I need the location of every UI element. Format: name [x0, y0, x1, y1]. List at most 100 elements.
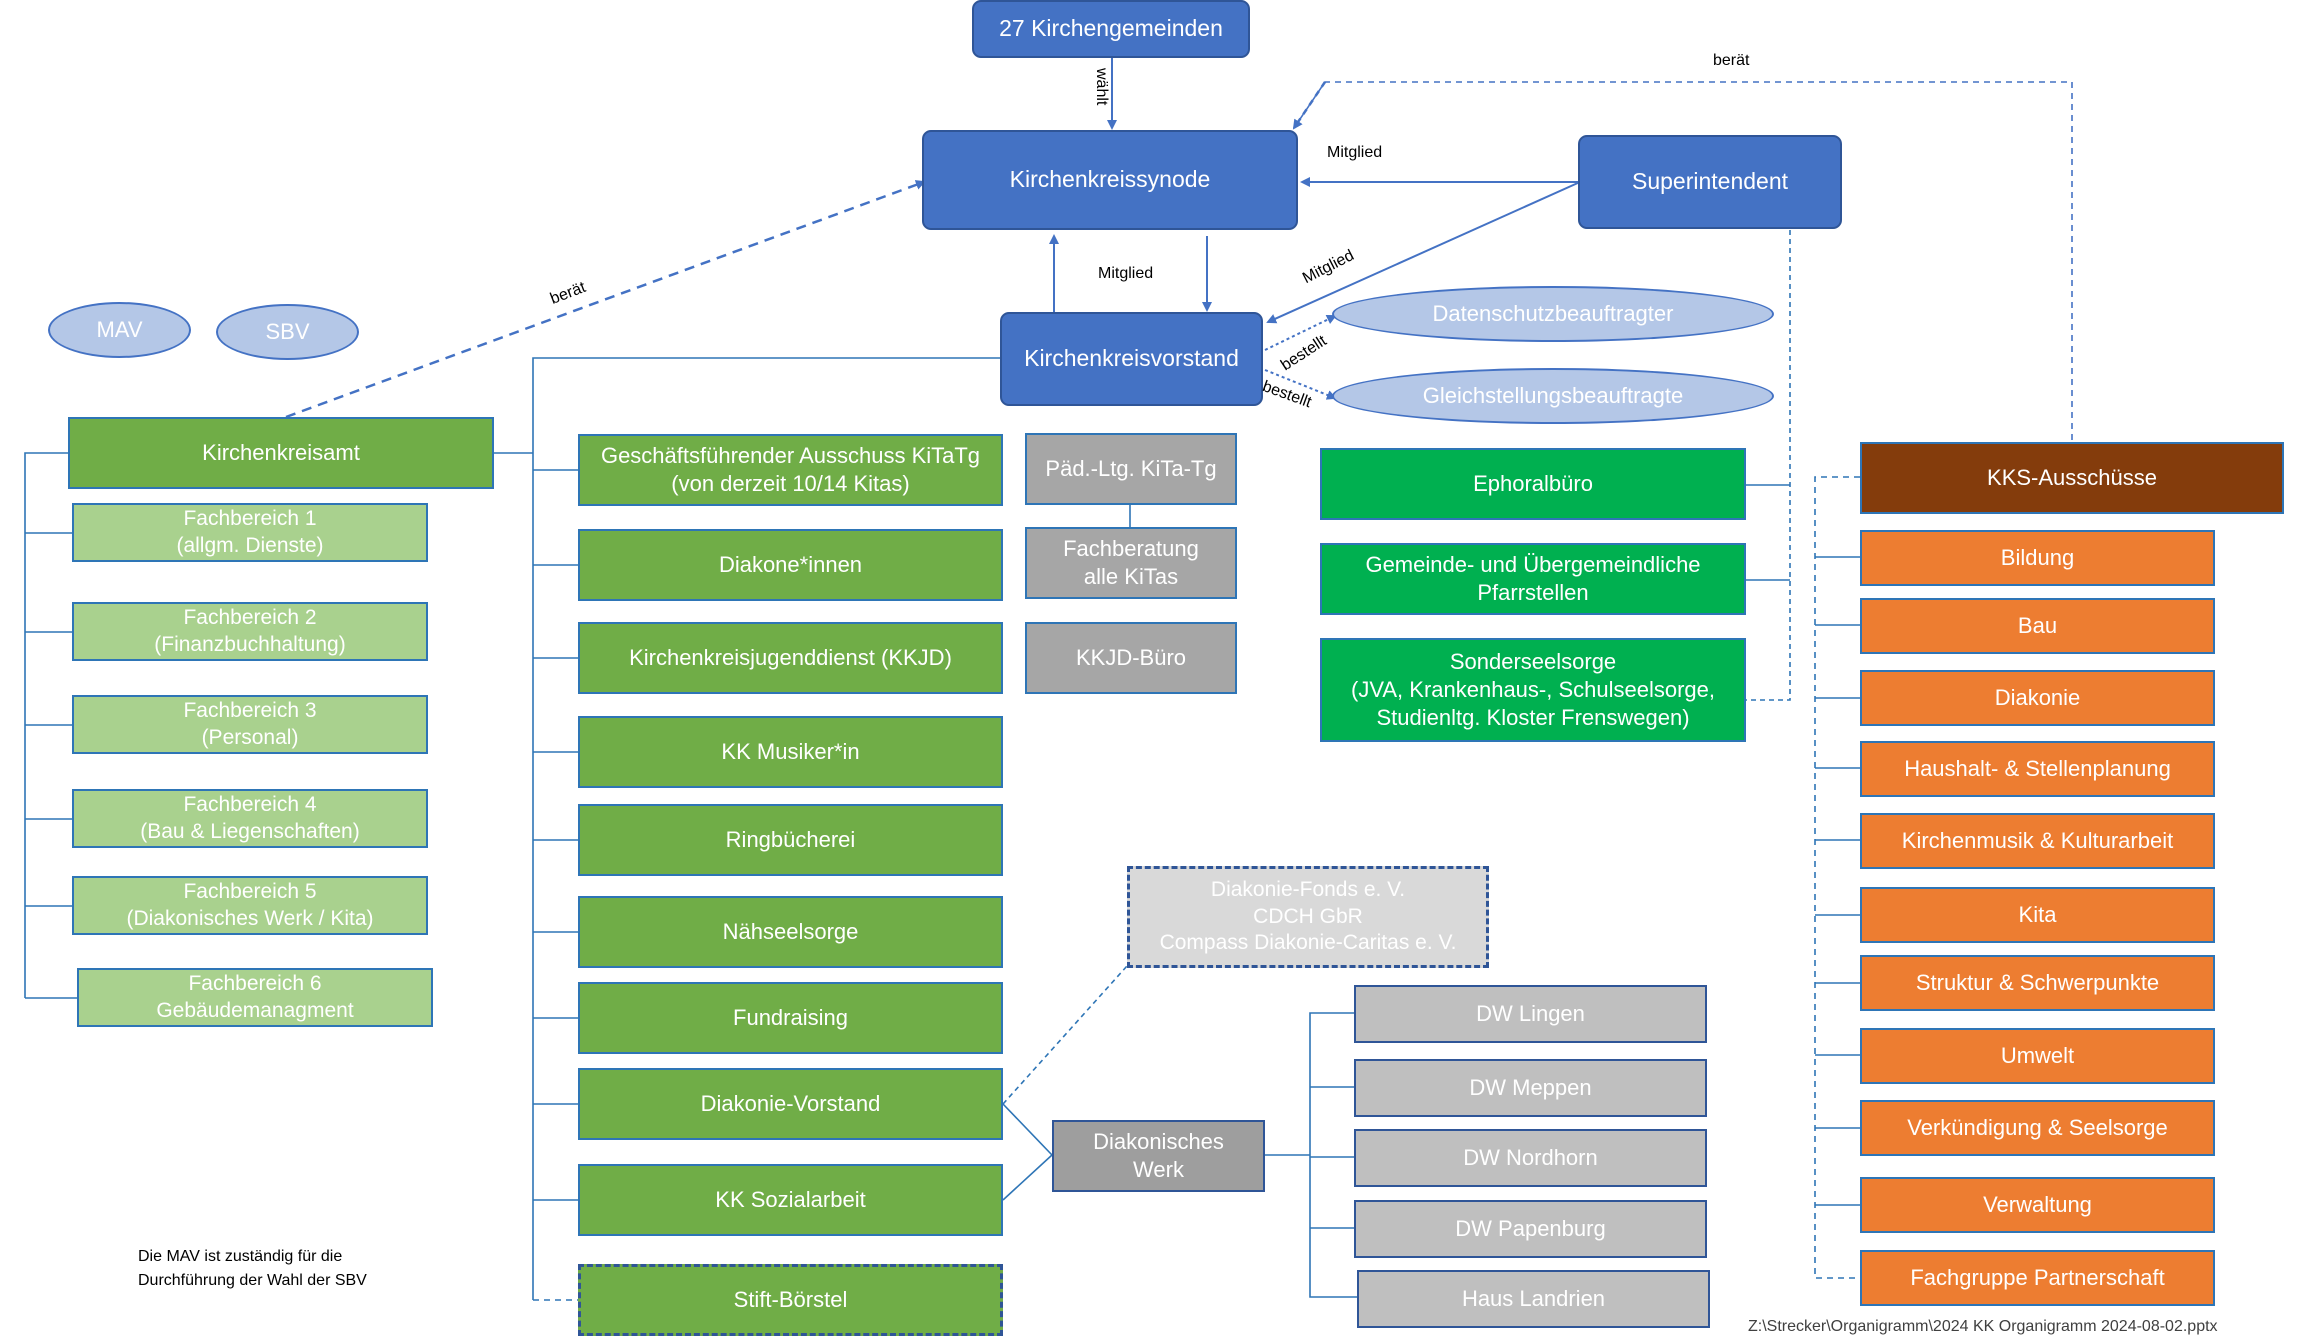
kks-bau-box: Bau	[1860, 598, 2215, 654]
fachbereich-6-subtitle: Gebäudemanagment	[156, 998, 354, 1022]
mav-ellipse: MAV	[48, 302, 191, 358]
diakonie-vorstand-label: Diakonie-Vorstand	[700, 1090, 881, 1116]
kks-partnerschaft-box: Fachgruppe Partnerschaft	[1860, 1250, 2215, 1306]
line-bestellt-2	[1264, 369, 1337, 400]
ringbuecherei-box: Ringbücherei	[578, 804, 1003, 876]
synode-box: Kirchenkreissynode	[922, 130, 1298, 230]
kkjd-label: Kirchenkreisjugenddienst (KKJD)	[629, 644, 952, 670]
dw-lingen-box: DW Lingen	[1354, 985, 1707, 1043]
kkjd-box: Kirchenkreisjugenddienst (KKJD)	[578, 622, 1003, 694]
kks-bildung-box: Bildung	[1860, 530, 2215, 586]
dw-nordhorn-label: DW Nordhorn	[1463, 1144, 1598, 1170]
diakonie-fonds-line2: CDCH GbR	[1253, 904, 1363, 928]
kk-musiker-label: KK Musiker*in	[721, 738, 860, 764]
fachberatung-subtitle: alle KiTas	[1083, 564, 1179, 589]
pfarrstellen-box: Gemeinde- und Übergemeindliche Pfarrstel…	[1320, 543, 1746, 615]
kirchengemeinden-label: 27 Kirchengemeinden	[999, 15, 1223, 42]
paed-ltg-box: Päd.-Ltg. KiTa-Tg	[1025, 433, 1237, 505]
datenschutz-label: Datenschutzbeauftragter	[1432, 300, 1674, 326]
diakone-label: Diakone*innen	[718, 551, 863, 577]
kks-umwelt-box: Umwelt	[1860, 1028, 2215, 1084]
fachbereich-4-title: Fachbereich 4	[183, 792, 317, 816]
line-beraet-top	[1293, 81, 2073, 440]
fachbereich-5-box: Fachbereich 5 (Diakonisches Werk / Kita)	[72, 876, 428, 935]
fachbereich-6-box: Fachbereich 6 Gebäudemanagment	[77, 968, 433, 1027]
kks-kita-box: Kita	[1860, 887, 2215, 943]
file-path: Z:\Strecker\Organigramm\2024 KK Organigr…	[1748, 1318, 2218, 1335]
kks-ausschuesse-box: KKS-Ausschüsse	[1860, 442, 2284, 514]
haus-landrien-box: Haus Landrien	[1357, 1270, 1710, 1328]
datenschutz-ellipse: Datenschutzbeauftragter	[1332, 286, 1774, 342]
kks-struktur-box: Struktur & Schwerpunkte	[1860, 955, 2215, 1011]
kks-verwaltung-box: Verwaltung	[1860, 1177, 2215, 1233]
kirchenkreisamt-box: Kirchenkreisamt	[68, 417, 494, 489]
naehseelsorge-label: Nähseelsorge	[722, 918, 859, 944]
sonderseelsorge-box: Sonderseelsorge (JVA, Krankenhaus-, Schu…	[1320, 638, 1746, 742]
gleichstellung-label: Gleichstellungsbeauftragte	[1422, 382, 1684, 408]
label-beraet-top: berät	[1713, 52, 1750, 69]
kks-diakonie-label: Diakonie	[1994, 684, 2081, 710]
label-mitglied-center: Mitglied	[1098, 265, 1154, 282]
pfarrstellen-subtitle: Pfarrstellen	[1477, 580, 1589, 605]
fundraising-box: Fundraising	[578, 982, 1003, 1054]
kk-sozialarbeit-label: KK Sozialarbeit	[715, 1186, 866, 1212]
fachbereich-3-title: Fachbereich 3	[183, 698, 317, 722]
note-line2: Durchführung der Wahl der SBV	[138, 1272, 367, 1289]
kks-bildung-label: Bildung	[2000, 544, 2075, 570]
fachbereich-2-box: Fachbereich 2 (Finanzbuchhaltung)	[72, 602, 428, 661]
gleichstellung-ellipse: Gleichstellungsbeauftragte	[1332, 368, 1774, 424]
fundraising-label: Fundraising	[733, 1004, 848, 1030]
dw-meppen-label: DW Meppen	[1469, 1074, 1592, 1100]
superintendent-box: Superintendent	[1578, 135, 1842, 229]
stift-boerstel-box: Stift-Börstel	[578, 1264, 1003, 1336]
fachbereich-2-subtitle: (Finanzbuchhaltung)	[154, 632, 346, 656]
pfarrstellen-title: Gemeinde- und Übergemeindliche	[1365, 551, 1701, 577]
fachbereich-4-box: Fachbereich 4 (Bau & Liegenschaften)	[72, 789, 428, 848]
fachbereich-1-subtitle: (allgm. Dienste)	[176, 533, 324, 557]
fachbereich-6-title: Fachbereich 6	[188, 971, 322, 995]
vorstand-box: Kirchenkreisvorstand	[1000, 312, 1263, 406]
sonderseelsorge-title: Sonderseelsorge	[1449, 648, 1617, 674]
dw-meppen-box: DW Meppen	[1354, 1059, 1707, 1117]
diakone-box: Diakone*innen	[578, 529, 1003, 601]
mav-sbv-note: Die MAV ist zuständig für die Durchführu…	[138, 1245, 367, 1293]
kks-kirchenmusik-label: Kirchenmusik & Kulturarbeit	[1901, 827, 2174, 853]
superintendent-label: Superintendent	[1631, 168, 1788, 195]
kks-kirchenmusik-box: Kirchenmusik & Kulturarbeit	[1860, 813, 2215, 869]
dw-papenburg-box: DW Papenburg	[1354, 1200, 1707, 1258]
kks-struktur-label: Struktur & Schwerpunkte	[1915, 969, 2160, 995]
fachbereich-3-box: Fachbereich 3 (Personal)	[72, 695, 428, 754]
kkjd-buero-label: KKJD-Büro	[1075, 644, 1187, 670]
sbv-ellipse: SBV	[216, 304, 359, 360]
fachbereich-3-subtitle: (Personal)	[201, 725, 299, 749]
fachberatung-title: Fachberatung	[1063, 535, 1199, 561]
fachbereich-2-title: Fachbereich 2	[183, 605, 317, 629]
fachbereich-4-subtitle: (Bau & Liegenschaften)	[140, 819, 360, 843]
sonderseelsorge-line3: Studienltg. Kloster Frenswegen)	[1376, 705, 1690, 731]
kk-musiker-box: KK Musiker*in	[578, 716, 1003, 788]
fachbereich-1-box: Fachbereich 1 (allgm. Dienste)	[72, 503, 428, 562]
kks-verkuendigung-label: Verkündigung & Seelsorge	[1907, 1114, 2168, 1140]
diakonie-fonds-line1: Diakonie-Fonds e. V.	[1210, 877, 1406, 901]
kirchenkreisamt-label: Kirchenkreisamt	[202, 439, 360, 465]
arrow-sup-vorstand	[1266, 181, 1581, 324]
ausschuss-kitatg-box: Geschäftsführender Ausschuss KiTaTg (von…	[578, 434, 1003, 506]
ephoralbuero-box: Ephoralbüro	[1320, 448, 1746, 520]
naehseelsorge-box: Nähseelsorge	[578, 896, 1003, 968]
sbv-label: SBV	[265, 318, 310, 344]
ausschuss-kitatg-title: Geschäftsführender Ausschuss KiTaTg	[600, 442, 981, 468]
diakonisches-werk-box: Diakonisches Werk	[1052, 1120, 1265, 1192]
kks-haushalt-label: Haushalt- & Stellenplanung	[1904, 755, 2171, 781]
mav-label: MAV	[96, 316, 143, 342]
kks-haushalt-box: Haushalt- & Stellenplanung	[1860, 741, 2215, 797]
line-beraet-left	[285, 180, 926, 419]
kks-kita-label: Kita	[2018, 901, 2057, 927]
fachbereich-5-title: Fachbereich 5	[183, 879, 317, 903]
kkjd-buero-box: KKJD-Büro	[1025, 622, 1237, 694]
synode-label: Kirchenkreissynode	[1009, 166, 1211, 193]
kk-sozialarbeit-box: KK Sozialarbeit	[578, 1164, 1003, 1236]
kks-umwelt-label: Umwelt	[2000, 1042, 2075, 1068]
kks-verkuendigung-box: Verkündigung & Seelsorge	[1860, 1100, 2215, 1156]
